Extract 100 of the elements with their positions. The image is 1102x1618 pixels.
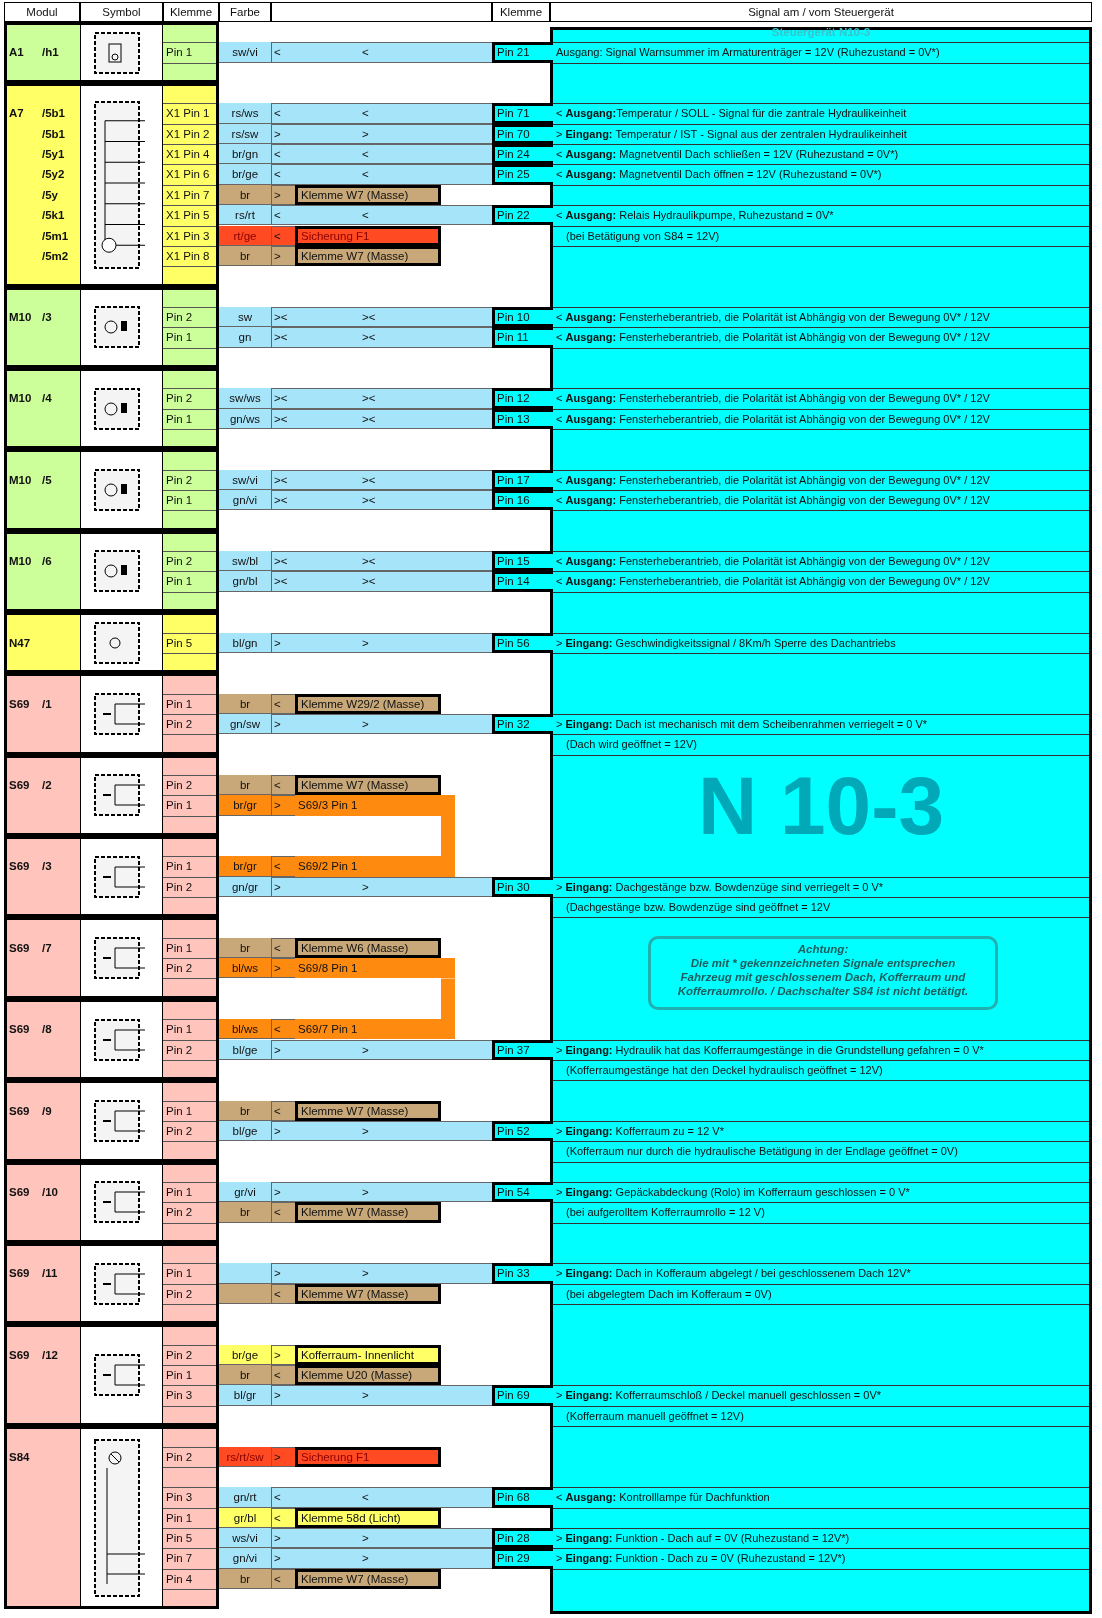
control-unit-pin: Pin 12 bbox=[492, 388, 553, 409]
module-name: S69 bbox=[9, 1022, 30, 1038]
wire-terminal: S69/7 Pin 1 bbox=[295, 1019, 455, 1040]
control-unit-pin: Pin 37 bbox=[492, 1039, 553, 1060]
wire-color-code: gn/vi bbox=[219, 490, 271, 511]
wire-color-code: br/gn bbox=[219, 144, 271, 165]
signal-description: < Ausgang:Temperatur / SOLL - Signal für die zantrale Hydraulikeinheit bbox=[556, 106, 907, 122]
direction-marker: < bbox=[362, 106, 369, 122]
terminal-box: Klemme W7 (Masse) bbox=[295, 774, 441, 796]
direction-marker: >< bbox=[362, 574, 376, 590]
direction-marker: >< bbox=[362, 309, 376, 325]
direction-marker: < bbox=[274, 1490, 281, 1506]
wire-color-code: br bbox=[219, 1568, 271, 1589]
pin-label: Pin 3 bbox=[166, 1388, 193, 1404]
column-header: Signal am / vom Steuergerät bbox=[550, 2, 1092, 22]
control-unit-pin: Pin 16 bbox=[492, 490, 553, 511]
signal-note: (bei Betätigung von S84 = 12V) bbox=[566, 228, 720, 244]
direction-marker: >< bbox=[362, 391, 376, 407]
pin-label: X1 Pin 4 bbox=[166, 147, 210, 163]
pin-label: Pin 1 bbox=[166, 1184, 193, 1200]
pin-label: Pin 2 bbox=[166, 554, 193, 570]
pin-label: Pin 1 bbox=[166, 330, 193, 346]
wire-color-code: br bbox=[219, 1202, 271, 1223]
direction-marker: >< bbox=[274, 391, 288, 407]
wire-color-code: gn/sw bbox=[219, 713, 271, 735]
control-unit-pin: Pin 71 bbox=[492, 103, 553, 124]
wire-color-code: ws/vi bbox=[219, 1527, 271, 1549]
module-name: M10 bbox=[9, 391, 32, 407]
module-name: S69 bbox=[9, 777, 30, 793]
pin-label: Pin 2 bbox=[166, 1449, 193, 1465]
wire-bridge bbox=[441, 978, 455, 1020]
wire-color-code: br bbox=[219, 774, 271, 796]
submodule-name: /5b1 bbox=[42, 126, 65, 142]
control-unit-pin: Pin 69 bbox=[492, 1385, 553, 1406]
pin-label: Pin 2 bbox=[166, 777, 193, 793]
module-name: M10 bbox=[9, 309, 32, 325]
signal-description: > Eingang: Geschwindigkeitssignal / 8Km/h Sperre des Dachantriebs bbox=[556, 635, 896, 651]
direction-marker: >< bbox=[274, 330, 288, 346]
wire-color-code: sw/ws bbox=[219, 388, 271, 409]
wire-color-code: gn/rt bbox=[219, 1487, 271, 1508]
terminal-box: Klemme W7 (Masse) bbox=[295, 1568, 441, 1589]
signal-description: < Ausgang: Magnetventil Dach öffnen = 12V (Ruhezustand = 0V*) bbox=[556, 167, 882, 183]
control-unit-name: N 10-3 bbox=[696, 758, 946, 853]
direction-marker: >< bbox=[362, 554, 376, 570]
terminal-box: Klemme W7 (Masse) bbox=[295, 1283, 441, 1305]
signal-note: (Kofferraum manuell geöffnet = 12V) bbox=[566, 1408, 744, 1424]
wire-color-code: gr/bl bbox=[219, 1507, 271, 1528]
direction-marker: >< bbox=[274, 554, 288, 570]
pin-label: X1 Pin 8 bbox=[166, 248, 210, 264]
control-unit-pin: Pin 11 bbox=[492, 327, 553, 348]
submodule-name: /11 bbox=[42, 1266, 58, 1282]
wire-color-code: bl/ws bbox=[219, 958, 271, 979]
direction-marker: < bbox=[274, 696, 281, 712]
direction-marker: < bbox=[274, 167, 281, 183]
module-name: S69 bbox=[9, 1347, 30, 1363]
wire-color-code: sw/vi bbox=[219, 469, 271, 491]
direction-marker: < bbox=[274, 777, 281, 793]
control-unit-pin: Pin 13 bbox=[492, 408, 553, 429]
direction-marker: < bbox=[274, 228, 281, 244]
pin-label: X1 Pin 5 bbox=[166, 208, 210, 224]
direction-marker: < bbox=[274, 1205, 281, 1221]
signal-description: < Ausgang: Relais Hydraulikpumpe, Ruhezustand = 0V* bbox=[556, 208, 834, 224]
wire-color-code: rs/ws bbox=[219, 103, 271, 124]
direction-marker: > bbox=[274, 1266, 281, 1282]
pin-label: Pin 1 bbox=[166, 1022, 193, 1038]
module-name: S84 bbox=[9, 1449, 30, 1465]
pin-label: Pin 2 bbox=[166, 716, 193, 732]
direction-marker: > bbox=[274, 798, 281, 814]
direction-marker: >< bbox=[274, 472, 288, 488]
submodule-name: /10 bbox=[42, 1184, 58, 1200]
control-unit-pin: Pin 24 bbox=[492, 144, 553, 165]
direction-marker: < bbox=[274, 859, 281, 875]
direction-marker: < bbox=[274, 45, 281, 61]
submodule-name: /5 bbox=[42, 472, 52, 488]
direction-marker: > bbox=[274, 126, 281, 142]
module-name: N47 bbox=[9, 635, 31, 651]
wire-color-code: rt/ge bbox=[219, 225, 271, 246]
wire-color-code: br bbox=[219, 184, 271, 206]
wire-color-code: bl/ws bbox=[219, 1019, 271, 1040]
signal-description: > Eingang: Gepäckabdeckung (Rolo) im Kofferraum geschlossen = 0 V* bbox=[556, 1184, 910, 1200]
control-unit-pin: Pin 70 bbox=[492, 123, 553, 145]
submodule-name: /5y2 bbox=[42, 167, 65, 183]
wire-color-code: br bbox=[219, 1100, 271, 1121]
signal-description: < Ausgang: Fensterheberantrieb, die Polarität ist Abhängig von der Bewegung 0V* / 12V bbox=[556, 330, 990, 346]
pin-label: Pin 3 bbox=[166, 1490, 193, 1506]
wire-color-code: sw bbox=[219, 306, 271, 328]
direction-marker: > bbox=[362, 1388, 369, 1404]
wire-color-code: rs/rt bbox=[219, 205, 271, 226]
signal-description: > Eingang: Kofferraum zu = 12 V* bbox=[556, 1123, 724, 1139]
pin-label: Pin 1 bbox=[166, 45, 193, 61]
terminal-box: Kofferraum- Innenlicht bbox=[295, 1344, 441, 1366]
submodule-name: /5m1 bbox=[42, 228, 69, 244]
terminal-box: Klemme 58d (Licht) bbox=[295, 1507, 441, 1528]
submodule-name: /5m2 bbox=[42, 248, 69, 264]
submodule-name: /5k1 bbox=[42, 208, 65, 224]
direction-marker: > bbox=[274, 1042, 281, 1058]
wire-terminal: S69/2 Pin 1 bbox=[295, 856, 455, 877]
control-unit-pin: Pin 52 bbox=[492, 1120, 553, 1142]
pin-label: X1 Pin 7 bbox=[166, 187, 210, 203]
signal-description: < Ausgang: Kontrolllampe für Dachfunktion bbox=[556, 1490, 770, 1506]
